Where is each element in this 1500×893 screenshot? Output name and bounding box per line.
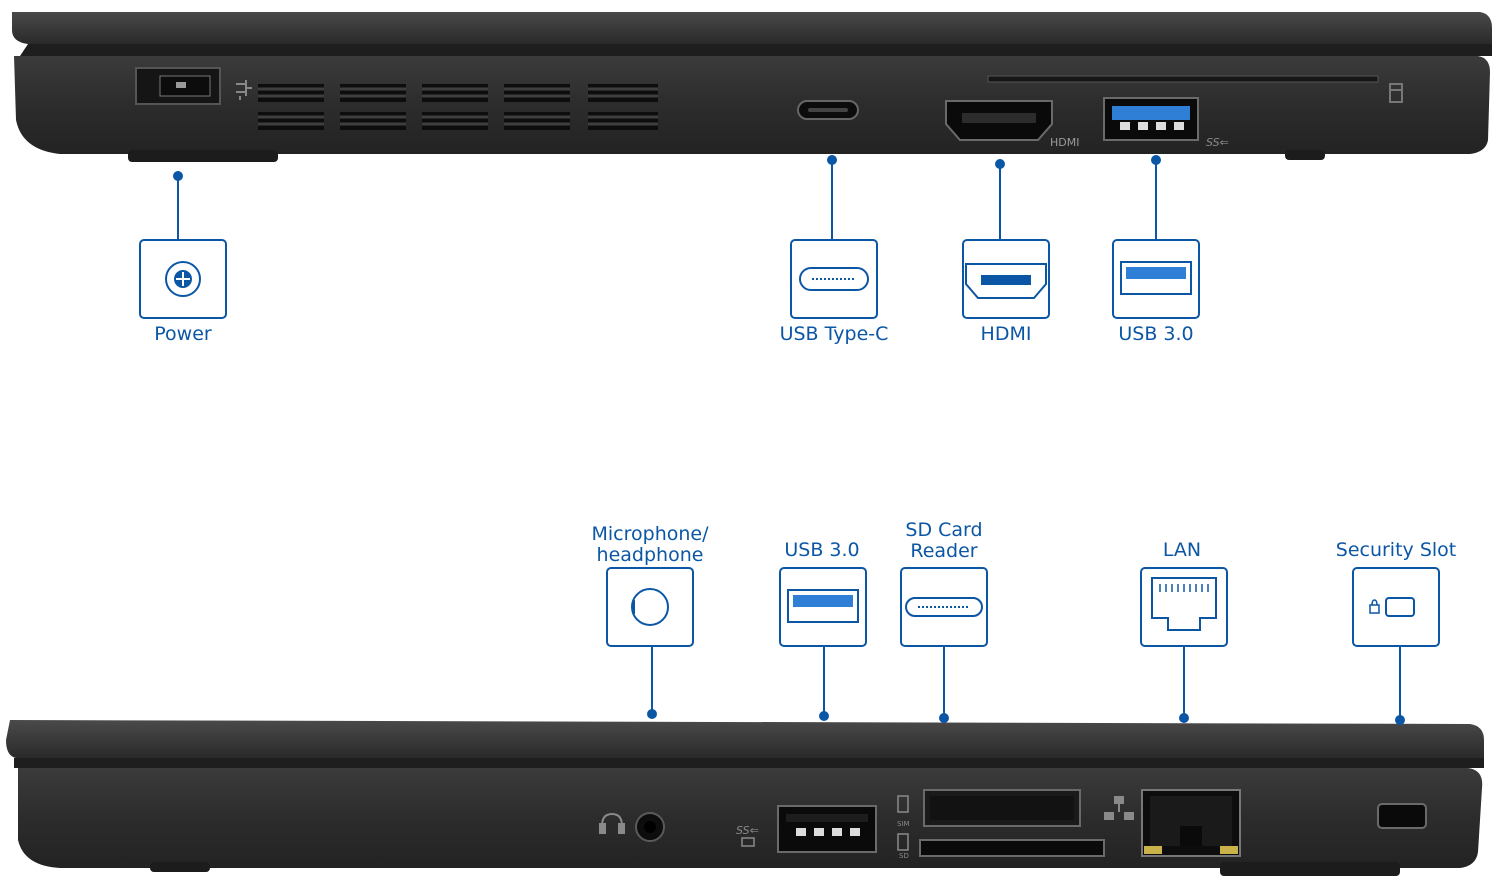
laptop-base xyxy=(14,56,1490,154)
laptop-lid xyxy=(12,12,1492,44)
laptop-foot xyxy=(1285,150,1325,160)
usb-a-port-icon xyxy=(787,589,859,623)
sd-card-slot-icon xyxy=(905,597,983,617)
card-reader-symbol-icon xyxy=(1389,83,1403,103)
audio-callout-box xyxy=(606,567,694,647)
laptop-lid xyxy=(6,720,1484,758)
lan-callout-box xyxy=(1140,567,1228,647)
hdmi-engraving: HDMI xyxy=(1050,136,1079,149)
dc-power-icon xyxy=(165,261,201,297)
usb-ss-engraving: SS⇐ xyxy=(1206,136,1229,149)
plug-symbol-icon xyxy=(236,80,252,100)
headset-symbol-icon xyxy=(599,812,625,834)
audio-jack-icon xyxy=(631,588,669,626)
usb-c-port-icon xyxy=(799,267,869,291)
lock-slot-icon xyxy=(1369,597,1415,617)
sim-engraving: SIM xyxy=(897,820,910,828)
laptop-left-side xyxy=(12,12,1492,162)
sd-engraving: SD xyxy=(899,852,909,860)
security-callout-box xyxy=(1352,567,1440,647)
laptop-foot xyxy=(150,862,210,872)
usb-a-port-icon xyxy=(1120,261,1192,295)
laptop-foot xyxy=(1220,862,1400,876)
laptop-foot xyxy=(128,150,278,162)
laptop-base xyxy=(18,768,1483,868)
usb-a-port xyxy=(777,805,877,853)
laptop-right-side: SS⇐ SIM SD xyxy=(6,720,1484,876)
hdmi-port-icon xyxy=(965,263,1047,299)
network-symbol-icon xyxy=(1104,796,1134,820)
sd-card-slot xyxy=(919,839,1105,857)
ethernet-port-icon xyxy=(1151,577,1217,631)
usb-ss-engraving: SS⇐ xyxy=(736,824,759,837)
smartcard-slot xyxy=(987,75,1379,83)
power-port xyxy=(135,67,221,105)
security-slot xyxy=(1377,803,1427,829)
